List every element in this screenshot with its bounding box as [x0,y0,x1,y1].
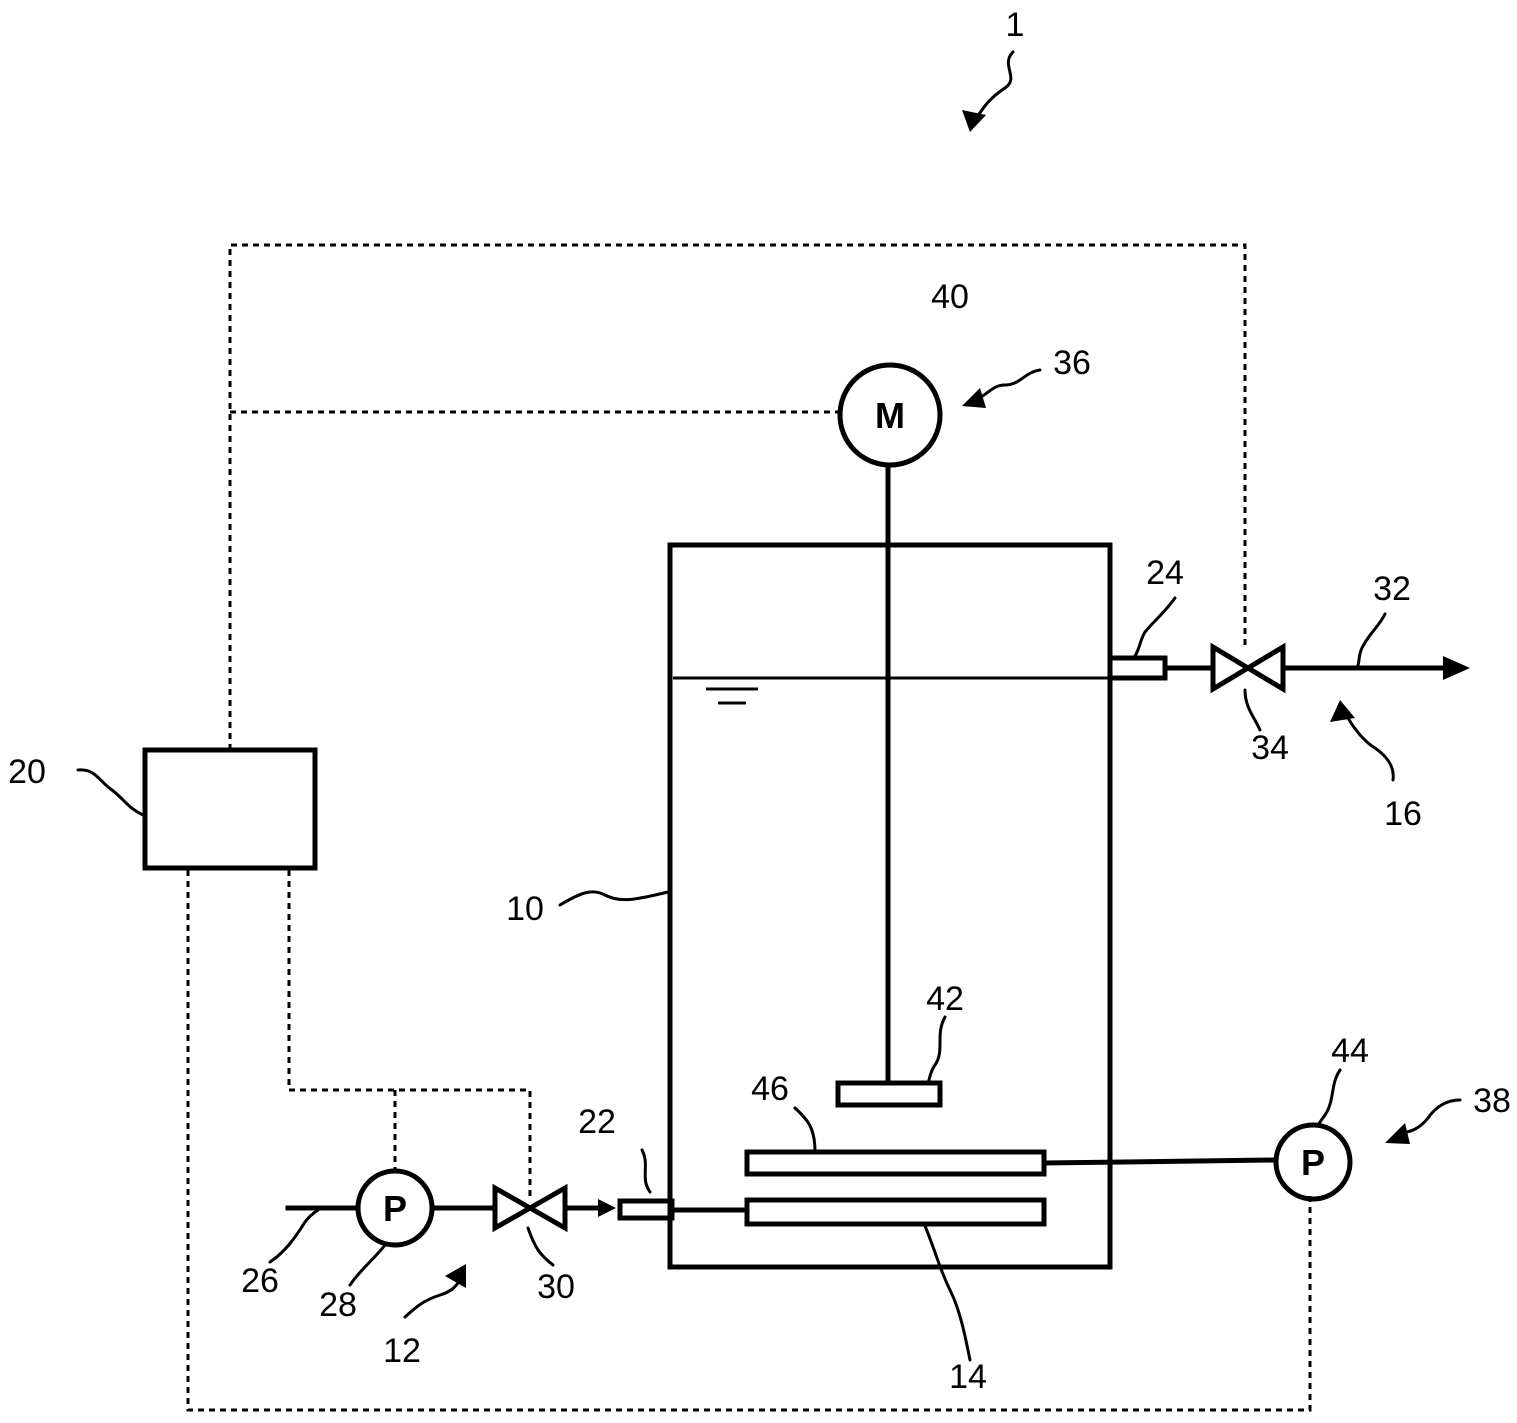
controller-box [142,747,318,871]
pump-right-letter: P [1301,1142,1325,1183]
outlet-arrow-head [1443,656,1470,680]
control-signal-lines [186,243,1312,1412]
reference-numerals: 1 40 36 24 32 34 16 20 10 42 46 44 38 22… [8,6,1511,1396]
label-impeller: 42 [926,980,964,1018]
label-feed-line: 12 [383,1332,421,1370]
label-upper-element: 46 [751,1070,789,1108]
upper-element [744,1149,1047,1177]
label-feed-pump: 28 [319,1286,357,1324]
control-line-top [228,243,1247,750]
control-line-feed [287,870,532,1200]
label-outlet-line: 16 [1384,795,1422,833]
label-system: 1 [1006,6,1025,44]
label-agitator-assembly: 36 [1053,344,1091,382]
impeller-blade [835,1080,943,1108]
inlet-port [617,1198,675,1221]
label-outlet-port: 24 [1146,554,1184,592]
motor-letter: M [875,395,905,436]
label-motor: 40 [931,278,969,316]
label-pump-right: 44 [1331,1032,1369,1070]
label-outlet-valve: 34 [1251,729,1289,767]
feed-valve-symbol [492,1183,568,1233]
leader-lines [76,50,1462,1362]
label-lower-element: 14 [949,1358,987,1396]
feed-pump-letter: P [383,1188,407,1229]
label-tank: 10 [506,890,544,928]
lower-element [744,1197,1047,1227]
label-feed-valve: 30 [537,1268,575,1306]
outlet-port [1107,655,1168,681]
label-inlet-port: 22 [578,1103,616,1141]
label-outlet-pipe: 32 [1373,570,1411,608]
pump-connection-line [1041,1157,1278,1166]
outlet-valve-symbol [1210,642,1286,694]
label-feed-pipe: 26 [241,1262,279,1300]
label-circulation-assembly: 38 [1473,1082,1511,1120]
liquid-level-symbol [706,687,758,705]
control-line-bottom [186,870,1312,1412]
label-controller: 20 [8,753,46,791]
feed-arrow-head [598,1199,616,1217]
pump-right-symbol [1273,1122,1353,1202]
